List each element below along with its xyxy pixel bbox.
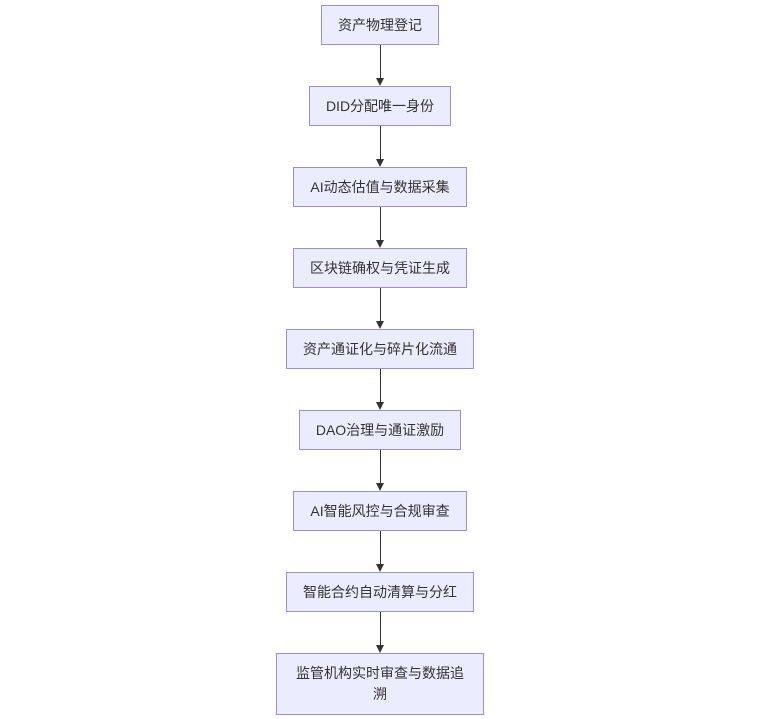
- arrow-line: [379, 450, 381, 483]
- flow-arrow-1: [376, 45, 384, 86]
- flowchart-column: 资产物理登记 DID分配唯一身份 AI动态估值与数据采集 区块链确权与凭证生成 …: [276, 5, 484, 715]
- arrow-line: [379, 126, 381, 159]
- arrow-line: [379, 612, 381, 645]
- arrow-line: [379, 288, 381, 321]
- arrow-line: [379, 531, 381, 564]
- flow-arrow-4: [376, 288, 384, 329]
- flow-arrow-8: [376, 612, 384, 653]
- arrowhead-down-icon: [376, 240, 384, 248]
- flow-arrow-3: [376, 207, 384, 248]
- arrowhead-down-icon: [376, 402, 384, 410]
- node-did-unique-identity: DID分配唯一身份: [308, 86, 452, 126]
- flow-arrow-7: [376, 531, 384, 572]
- arrow-line: [379, 45, 381, 78]
- flow-arrow-5: [376, 369, 384, 410]
- arrowhead-down-icon: [376, 645, 384, 653]
- node-dao-governance-token-incentive: DAO治理与通证激励: [298, 410, 462, 450]
- arrowhead-down-icon: [376, 78, 384, 86]
- node-asset-tokenization-fragmentation: 资产通证化与碎片化流通: [286, 329, 474, 369]
- arrowhead-down-icon: [376, 321, 384, 329]
- arrowhead-down-icon: [376, 564, 384, 572]
- node-regulator-realtime-audit-traceability: 监管机构实时审查与数据追溯: [276, 653, 484, 715]
- node-smart-contract-settlement-dividend: 智能合约自动清算与分红: [286, 572, 474, 612]
- arrow-line: [379, 369, 381, 402]
- flow-arrow-6: [376, 450, 384, 491]
- node-blockchain-rights-confirmation: 区块链确权与凭证生成: [293, 248, 467, 288]
- node-asset-physical-registration: 资产物理登记: [321, 5, 439, 45]
- node-ai-dynamic-valuation-data-collection: AI动态估值与数据采集: [293, 167, 467, 207]
- arrowhead-down-icon: [376, 159, 384, 167]
- node-ai-risk-control-compliance: AI智能风控与合规审查: [293, 491, 467, 531]
- arrow-line: [379, 207, 381, 240]
- flow-arrow-2: [376, 126, 384, 167]
- arrowhead-down-icon: [376, 483, 384, 491]
